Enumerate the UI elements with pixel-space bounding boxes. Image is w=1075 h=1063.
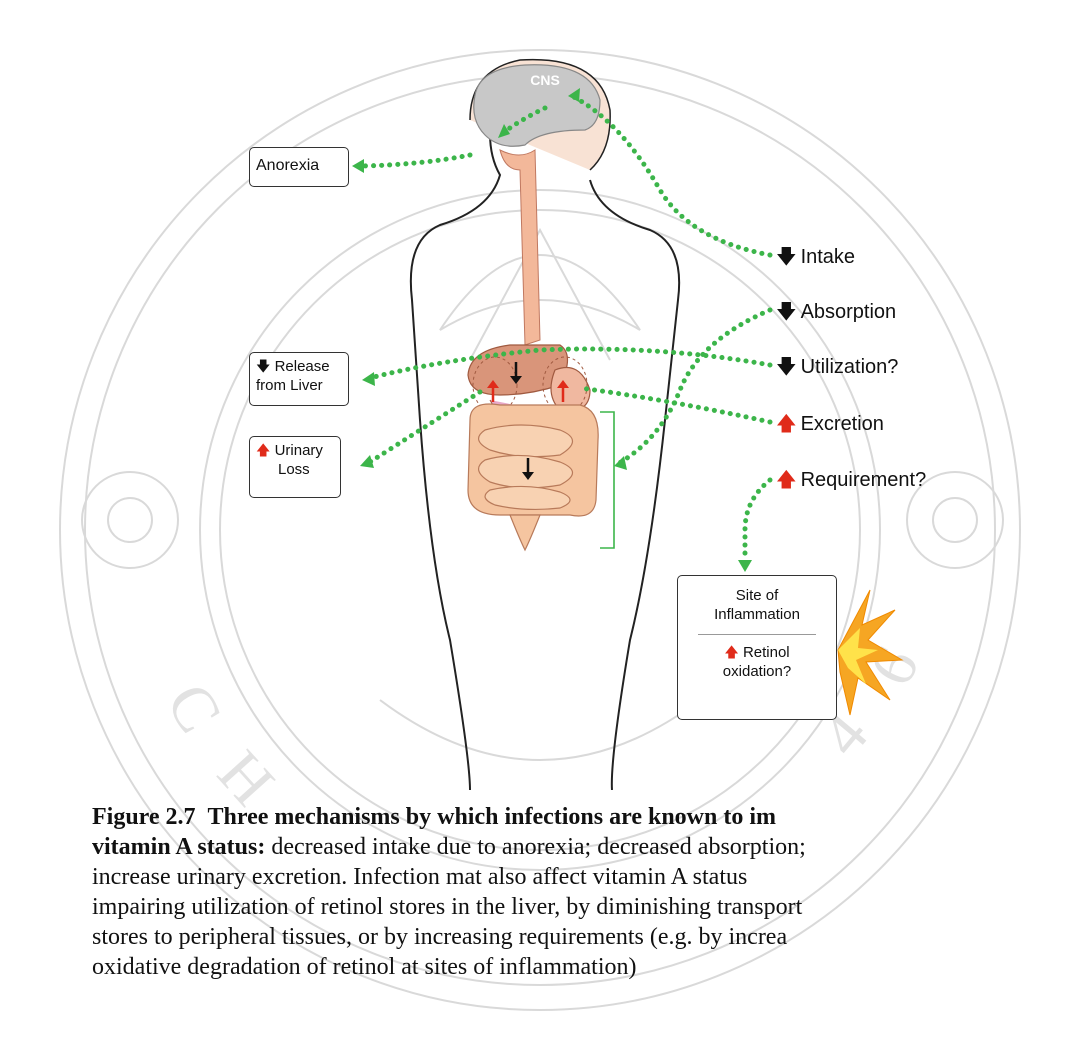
absorption-label: Absorption — [801, 301, 897, 323]
down-arrow-icon: 🡇 — [776, 356, 797, 378]
intestine-bracket — [600, 412, 614, 548]
path-kidney-urinary — [370, 392, 480, 462]
intake-label-row: 🡇Intake — [776, 245, 855, 269]
release-line2: from Liver — [256, 376, 342, 395]
site-line1: Site of — [684, 586, 830, 605]
caption-line2: decreased intake due to anorexia; decrea… — [265, 834, 805, 860]
path-absorption-intestine — [616, 310, 770, 465]
path-requirement-inflammation — [745, 480, 770, 560]
up-arrow-icon: 🡅 — [776, 469, 797, 491]
up-arrow-icon: 🡅 — [724, 644, 738, 660]
utilization-label: Utilization? — [801, 356, 899, 378]
down-arrow-icon: 🡇 — [776, 246, 797, 268]
figure-number: Figure 2.7 — [92, 804, 196, 830]
caption-line3: increase urinary excretion. Infection ma… — [92, 862, 1075, 892]
up-arrow-icon: 🡅 — [256, 442, 270, 458]
requirement-label: Requirement? — [801, 469, 927, 491]
box-divider — [698, 634, 816, 635]
urinary-line2: Loss — [256, 460, 334, 479]
infection-vitamin-a-diagram: CNS — [0, 0, 1075, 790]
absorption-label-row: 🡇Absorption — [776, 300, 896, 324]
intake-label: Intake — [801, 246, 855, 268]
utilization-label-row: 🡇Utilization? — [776, 355, 898, 379]
excretion-label: Excretion — [801, 413, 884, 435]
requirement-label-row: 🡅Requirement? — [776, 468, 926, 492]
down-arrow-icon: 🡇 — [776, 301, 797, 323]
caption-title-line2: vitamin A status: — [92, 834, 265, 860]
excretion-label-row: 🡅Excretion — [776, 412, 884, 436]
caption-title-line1: Three mechanisms by which infections are… — [208, 804, 776, 830]
retinol-line1: Retinol — [743, 644, 790, 661]
path-anorexia — [360, 155, 470, 166]
figure-caption: Figure 2.7 Three mechanisms by which inf… — [92, 802, 1075, 982]
intestines — [468, 404, 598, 550]
caption-line6: oxidative degradation of retinol at site… — [92, 952, 1075, 982]
caption-line4: impairing utilization of retinol stores … — [92, 892, 1075, 922]
path-excretion-kidney — [580, 388, 770, 422]
retinol-line2: oxidation? — [684, 662, 830, 681]
urinary-line1: Urinary — [275, 442, 323, 459]
esophagus — [500, 150, 540, 345]
site-line2: Inflammation — [684, 605, 830, 624]
urinary-loss-box: 🡅 Urinary Loss — [249, 436, 341, 498]
release-line1: Release — [275, 358, 330, 375]
caption-line5: stores to peripheral tissues, or by incr… — [92, 922, 1075, 952]
up-arrow-icon: 🡅 — [776, 413, 797, 435]
site-of-inflammation-box: Site of Inflammation 🡅 Retinol oxidation… — [677, 575, 837, 720]
anorexia-box: Anorexia — [249, 147, 349, 187]
release-from-liver-box: 🡇 Release from Liver — [249, 352, 349, 406]
down-arrow-icon: 🡇 — [256, 358, 270, 374]
anorexia-label: Anorexia — [256, 157, 319, 174]
inflammation-burst — [838, 590, 902, 715]
cns-label: CNS — [530, 72, 560, 88]
